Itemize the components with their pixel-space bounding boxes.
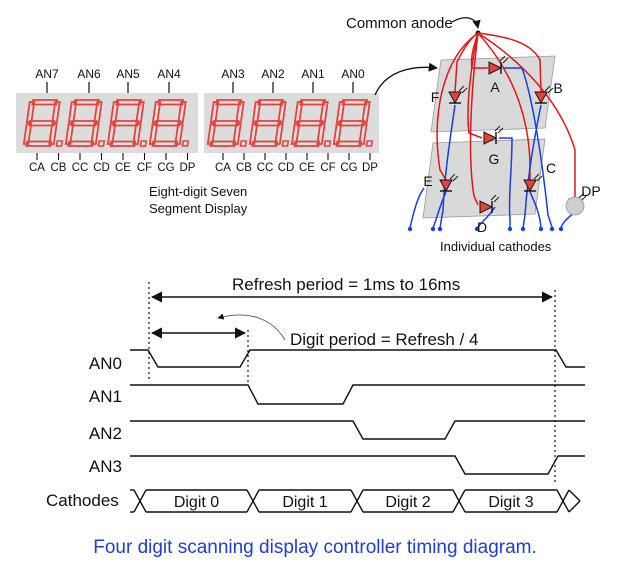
cathode-pin-label: CF [320, 162, 335, 174]
seven-segment-digit [106, 99, 148, 147]
cathode-pin-label: CA [29, 162, 45, 174]
signal-label-an3: AN3 [89, 457, 122, 476]
bus-edge [568, 500, 581, 513]
segment-label-e: E [423, 173, 432, 189]
cathode-pin-label: CG [340, 162, 357, 174]
cathode-pin-label: DP [362, 162, 378, 174]
cathode-terminal-dot [558, 226, 564, 232]
anode-pin-label: AN3 [221, 67, 245, 81]
refresh-period-label: Refresh period = 1ms to 16ms [232, 275, 460, 294]
display-label-line1: Eight-digit Seven [149, 184, 247, 199]
anode-pin-label: AN0 [341, 67, 365, 81]
lower-segment-panel [422, 138, 546, 219]
waveform-an0 [130, 349, 585, 368]
cathode-wires [409, 67, 576, 229]
bus-digit-label-1: Digit 1 [282, 494, 327, 511]
cathode-terminal-dot [538, 226, 544, 232]
display-left-group: AN7 AN6 AN5 AN4 CA CB CC CD CE CF CG DP [16, 67, 198, 174]
segment-label-dp: DP [581, 183, 600, 199]
waveform-an1 [130, 384, 585, 405]
cathode-pin-label: CC [257, 162, 274, 174]
seven-segment-digit [148, 99, 190, 147]
signal-label-an2: AN2 [89, 424, 122, 443]
bus-edge [452, 489, 466, 513]
seven-segment-digit [290, 99, 332, 147]
display-right-group: AN3 AN2 AN1 AN0 CA CB CC CD CE CF CG DP [204, 67, 379, 174]
anode-pin-label: AN1 [301, 67, 325, 81]
led-segment-c [523, 173, 543, 193]
segment-label-a: A [490, 79, 500, 95]
cathode-pin-label: CC [72, 162, 89, 174]
digit-period-pointer [217, 313, 286, 341]
seven-segment-digit [248, 99, 290, 147]
anode-wires [436, 32, 576, 206]
segment-circuit: Common anode [346, 15, 601, 254]
cathode-pin-label: DP [180, 162, 196, 174]
waveform-an3 [130, 455, 585, 475]
seven-segment-digit [332, 99, 374, 147]
led-segment-g [483, 125, 504, 145]
seven-segment-digit [22, 99, 64, 147]
led-segment-e [439, 173, 459, 193]
cathode-terminal-dot [549, 226, 555, 232]
seven-segment-digit [206, 99, 248, 147]
timing-section: Refresh period = 1ms to 16ms Digit perio… [46, 275, 585, 513]
individual-cathodes-label: Individual cathodes [440, 239, 552, 254]
cathode-terminal-dot [474, 226, 480, 232]
bus-edge [568, 489, 581, 502]
anode-pin-label: AN7 [35, 67, 59, 81]
digit-period-label: Digit period = Refresh / 4 [290, 330, 479, 349]
cathode-pin-label: CG [157, 162, 174, 174]
led-segment-b [534, 85, 554, 105]
segment-label-d: D [477, 219, 487, 235]
bus-edge [350, 489, 364, 513]
bus-edge [133, 489, 147, 513]
display-left-body [16, 93, 198, 153]
display-to-circuit-arrow [374, 62, 438, 96]
cathode-pin-label: CA [215, 162, 231, 174]
signal-label-an1: AN1 [89, 387, 122, 406]
led-segment-f [448, 85, 468, 105]
bus-digit-label-0: Digit 0 [174, 494, 219, 511]
cathode-pin-label: CF [137, 162, 152, 174]
anode-pin-label: AN2 [261, 67, 285, 81]
cathode-terminal-dot [407, 226, 413, 232]
cathodes-label: Cathodes [46, 491, 119, 510]
common-anode-arrow [451, 17, 481, 29]
cathode-pin-label: CD [93, 162, 110, 174]
cathode-pin-label: CE [299, 162, 315, 174]
anode-pin-label: AN4 [157, 67, 181, 81]
seven-segment-digit [64, 99, 106, 147]
bus-digit-label-3: Digit 3 [488, 494, 533, 511]
figure-caption: Four digit scanning display controller t… [93, 537, 537, 558]
cathode-pin-label: CB [236, 162, 252, 174]
led-segment-d [479, 194, 500, 214]
cathode-pin-label: CE [115, 162, 131, 174]
display-label-line2: Segment Display [149, 201, 248, 216]
signal-label-an0: AN0 [89, 354, 122, 373]
cathode-terminal-dot [507, 226, 513, 232]
common-anode-label: Common anode [346, 15, 453, 32]
bus-edge [556, 489, 570, 513]
cathode-terminal-dot [437, 226, 443, 232]
waveform-an2 [130, 420, 585, 440]
dp-marker-circle [565, 196, 585, 216]
cathode-terminal-dot [430, 226, 436, 232]
segment-label-f: F [431, 89, 440, 105]
cathode-pin-label: CD [278, 162, 295, 174]
anode-pin-label: AN6 [77, 67, 101, 81]
segment-label-b: B [553, 80, 562, 96]
cathode-terminal-dot [520, 226, 526, 232]
segment-label-c: C [546, 160, 556, 176]
led-segment-a [488, 55, 509, 75]
cathode-terminals [407, 226, 564, 232]
cathode-pin-label: CB [51, 162, 67, 174]
bus-digit-label-2: Digit 2 [385, 494, 430, 511]
bus-edge [246, 489, 260, 513]
segment-label-g: G [489, 151, 500, 167]
anode-pin-label: AN5 [116, 67, 140, 81]
